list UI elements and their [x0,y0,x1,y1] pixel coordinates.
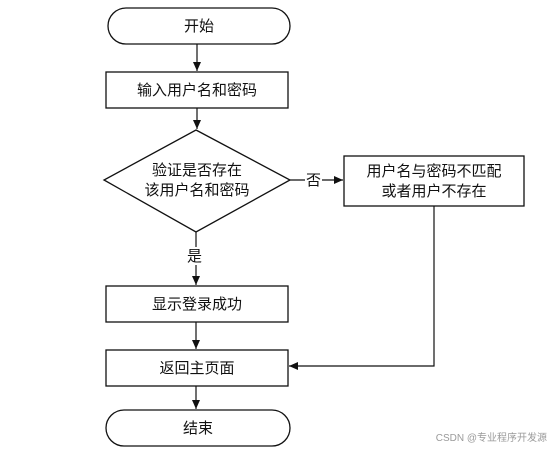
success-text: 显示登录成功 [151,295,242,313]
decision-label: 验证是否存在 该用户名和密码 [104,150,290,210]
decision-text-line2: 该用户名和密码 [144,181,250,199]
success-process-box [105,285,289,323]
input-process-box [105,71,289,109]
input-label: 输入用户名和密码 [106,72,288,108]
end-text: 结束 [182,419,213,437]
decision-text-line1: 验证是否存在 [151,161,242,179]
input-text: 输入用户名和密码 [136,81,257,99]
return-process-box [105,349,289,387]
error-text-line1: 用户名与密码不匹配 [366,162,502,180]
yes-edge-label: 是 [186,247,204,265]
return-label: 返回主页面 [106,350,288,386]
watermark-text: CSDN @专业程序开发源 [435,433,547,444]
no-edge-label: 否 [305,171,323,189]
start-label: 开始 [108,8,290,44]
arrow-error-to-return [289,206,435,370]
start-terminator [107,7,291,45]
success-label: 显示登录成功 [106,286,288,322]
return-text: 返回主页面 [159,359,235,377]
end-label: 结束 [106,410,290,446]
error-label: 用户名与密码不匹配 或者用户不存在 [344,156,524,206]
end-terminator [105,409,291,447]
start-text: 开始 [183,17,214,35]
error-text-line2: 或者用户不存在 [381,182,487,200]
